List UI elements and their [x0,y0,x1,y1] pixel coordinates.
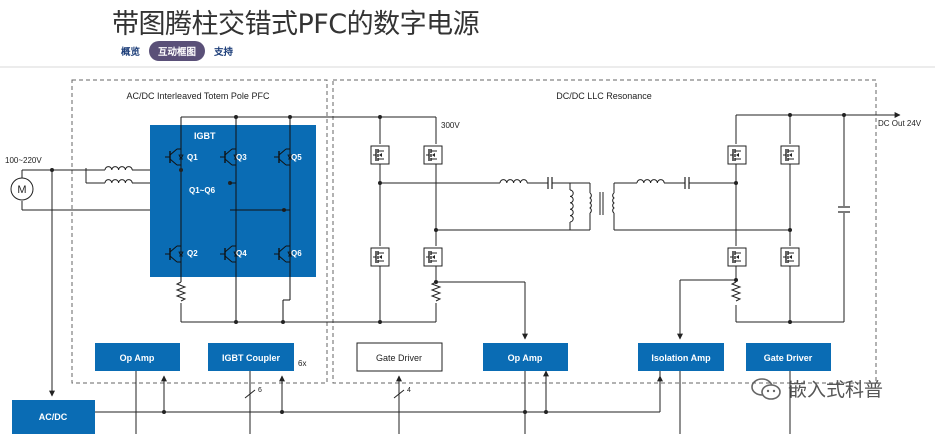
capacitor-icon [547,177,553,189]
svg-text:Gate Driver: Gate Driver [376,353,422,363]
inductor-icon [636,179,665,184]
inductor-icon [569,189,574,223]
mosfet-icon [423,247,443,267]
mosfet-icon [370,145,390,165]
resistor-icon [730,281,742,302]
capacitor-icon [684,177,690,189]
page-title: 带图腾柱交错式PFC的数字电源 [112,9,480,40]
gate-driver-block-right[interactable]: Gate Driver [746,343,831,371]
switch-label-q6: Q6 [291,249,302,258]
igbt-coupler-block[interactable]: IGBT Coupler [208,343,294,371]
switch-label-q5: Q5 [291,153,302,162]
watermark: 嵌入式科普 [750,375,883,402]
igbt-group-label: Q1~Q6 [189,186,216,195]
mosfet-icon [727,247,747,267]
input-voltage-label: 100~220V [5,156,42,165]
switch-label-q2: Q2 [187,249,198,258]
inductor-icon [499,179,528,184]
llc-section-border [332,79,877,384]
capacitor-icon [838,206,850,213]
coupler-count-label: 6x [298,359,306,368]
svg-text:AC/DC: AC/DC [39,412,68,422]
inductor-icon [104,179,133,184]
svg-text:IGBT Coupler: IGBT Coupler [222,353,280,363]
resistor-icon [430,281,442,302]
llc-section-label: DC/DC LLC Resonance [556,91,652,101]
svg-text:Isolation Amp: Isolation Amp [651,353,711,363]
gate-driver-block-left[interactable]: Gate Driver [356,342,443,372]
switch-label-q1: Q1 [187,153,198,162]
switch-label-q3: Q3 [236,153,247,162]
svg-text:Op Amp: Op Amp [508,353,543,363]
mosfet-icon [727,145,747,165]
header-divider [0,66,935,68]
ac-dc-block[interactable]: AC/DC [12,400,95,434]
bus-voltage-label: 300V [441,121,460,130]
igbt-module-title: IGBT [194,131,216,141]
op-amp-block-right[interactable]: Op Amp [483,343,568,371]
bus-width-six: 6 [258,387,262,394]
output-voltage-label: DC Out 24V [878,119,922,128]
isolation-amp-block[interactable]: Isolation Amp [638,343,724,371]
pfc-section-border [71,79,328,384]
switch-label-q4: Q4 [236,249,247,258]
svg-text:M: M [17,184,26,196]
mosfet-icon [780,247,800,267]
mosfet-icon [423,145,443,165]
mosfet-icon [780,145,800,165]
tab-bar: 概览 互动框图 支持 [112,40,242,62]
svg-text:Op Amp: Op Amp [120,353,155,363]
resistor-icon [175,281,187,302]
ac-source-icon: M [10,177,34,201]
pfc-section-label: AC/DC Interleaved Totem Pole PFC [127,91,270,101]
tab-interactive-diagram[interactable]: 互动框图 [149,41,206,61]
watermark-text: 嵌入式科普 [788,379,884,401]
inductor-icon [104,166,133,171]
tab-overview[interactable]: 概览 [121,47,141,58]
svg-text:Gate Driver: Gate Driver [764,353,813,363]
bus-width-four: 4 [407,387,411,394]
tab-support[interactable]: 支持 [214,47,234,58]
wechat-icon [751,377,781,400]
mosfet-icon [370,247,390,267]
transformer-icon [570,182,615,231]
op-amp-block-left[interactable]: Op Amp [95,343,180,371]
